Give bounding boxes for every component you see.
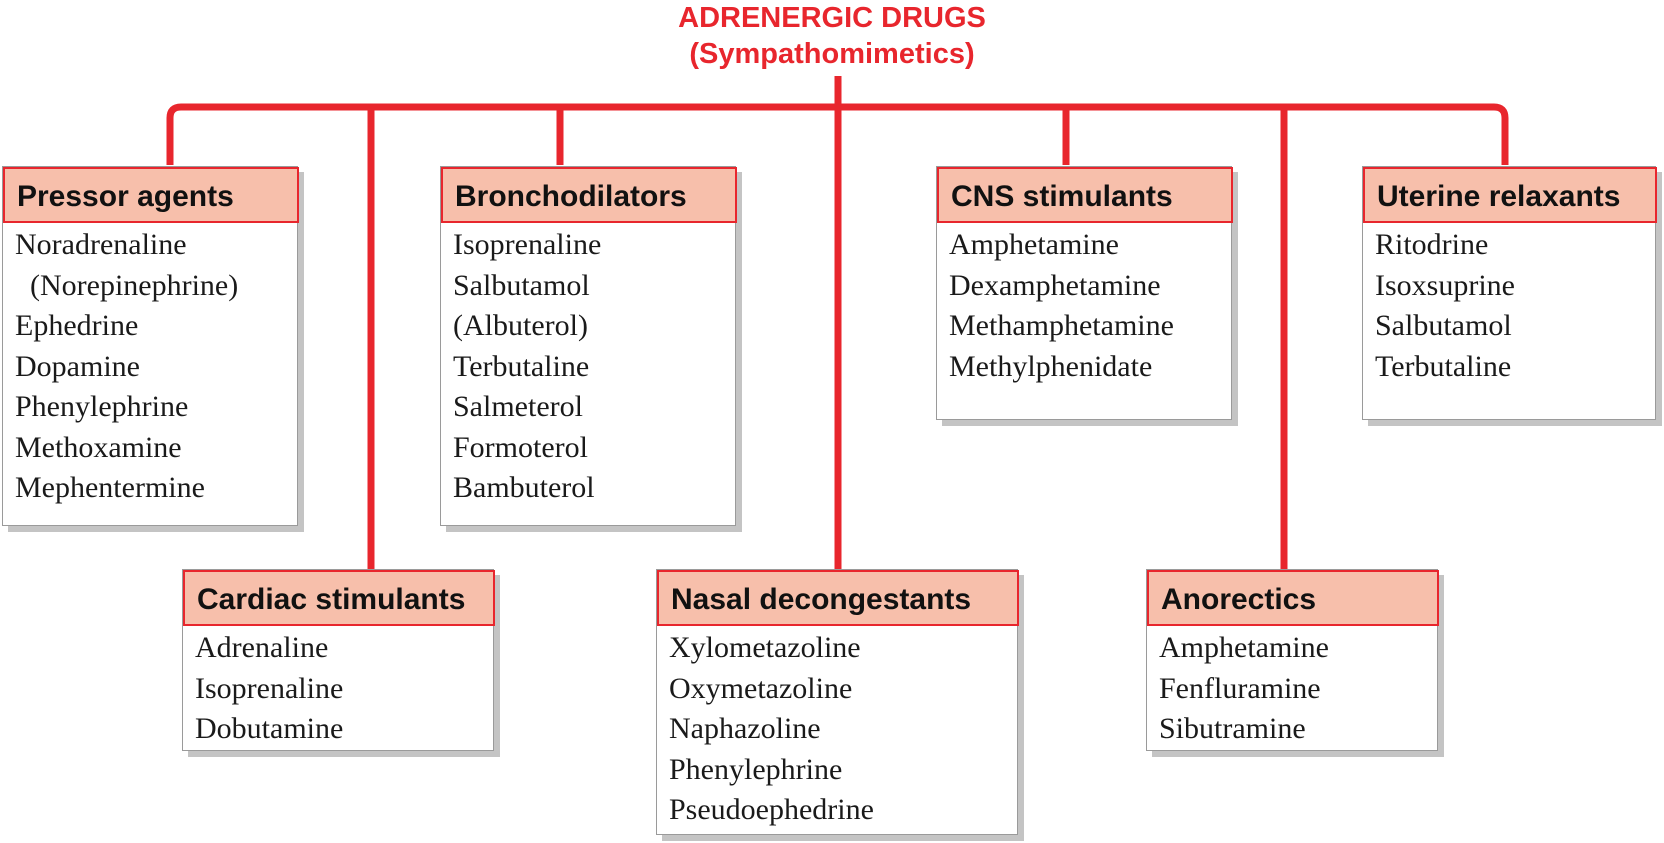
category-heading: Pressor agents <box>3 167 299 223</box>
drug-item: Methamphetamine <box>949 309 1174 342</box>
category-box-pressor-agents: Pressor agents Noradrenaline (Norepineph… <box>2 166 299 526</box>
drug-item: Ephedrine <box>15 309 139 342</box>
drug-item: Phenylephrine <box>669 752 843 786</box>
drug-item: Dexamphetamine <box>949 268 1161 302</box>
drug-item: Fenfluramine <box>1159 671 1321 705</box>
drug-item: Formoterol <box>453 430 588 464</box>
drug-item: Sibutramine <box>1159 712 1306 745</box>
drug-item: Oxymetazoline <box>669 671 853 705</box>
category-box-uterine-relaxants: Uterine relaxants Ritodrine Isoxsuprine … <box>1362 166 1657 420</box>
category-heading: Cardiac stimulants <box>183 570 495 626</box>
drug-list: Adrenaline Isoprenaline Dobutamine <box>195 628 343 750</box>
drug-item: Isoprenaline <box>453 228 602 261</box>
drug-item: (Albuterol) <box>453 309 588 342</box>
drug-item: Methoxamine <box>15 430 182 464</box>
category-heading: Anorectics <box>1147 570 1439 626</box>
diagram-title-line2: (Sympathomimetics) <box>689 38 975 70</box>
drug-item: Noradrenaline <box>15 228 187 261</box>
drug-item: Methylphenidate <box>949 349 1153 383</box>
drug-item: Pseudoephedrine <box>669 793 874 826</box>
drug-item: Salmeterol <box>453 390 583 423</box>
category-heading: CNS stimulants <box>937 167 1233 223</box>
drug-item: Terbutaline <box>453 349 590 383</box>
drug-item: Ritodrine <box>1375 228 1489 261</box>
drug-item: Mephentermine <box>15 471 205 504</box>
drug-item: Amphetamine <box>1159 631 1329 664</box>
drug-item: Dobutamine <box>195 712 344 745</box>
drug-list: Amphetamine Fenfluramine Sibutramine <box>1159 628 1329 750</box>
drug-item: Bambuterol <box>453 471 595 504</box>
category-heading: Bronchodilators <box>441 167 737 223</box>
drug-item: Salbutamol <box>1375 309 1512 342</box>
category-box-anorectics: Anorectics Amphetamine Fenfluramine Sibu… <box>1146 569 1439 751</box>
drug-item: Isoprenaline <box>195 671 344 705</box>
category-box-cardiac-stimulants: Cardiac stimulants Adrenaline Isoprenali… <box>182 569 495 751</box>
drug-item: Xylometazoline <box>669 631 861 664</box>
category-box-cns-stimulants: CNS stimulants Amphetamine Dexamphetamin… <box>936 166 1233 420</box>
drug-list: Xylometazoline Oxymetazoline Naphazoline… <box>669 628 874 831</box>
diagram-title-line1: ADRENERGIC DRUGS <box>678 2 986 34</box>
drug-list: Isoprenaline Salbutamol (Albuterol) Terb… <box>453 225 601 509</box>
category-heading: Uterine relaxants <box>1363 167 1657 223</box>
drug-list: Noradrenaline (Norepinephrine) Ephedrine… <box>15 225 238 509</box>
drug-item: Dopamine <box>15 349 140 383</box>
category-box-nasal-decongestants: Nasal decongestants Xylometazoline Oxyme… <box>656 569 1019 835</box>
drug-item: Naphazoline <box>669 712 821 745</box>
drug-item: Amphetamine <box>949 228 1119 261</box>
drug-item: Adrenaline <box>195 631 329 664</box>
drug-list: Amphetamine Dexamphetamine Methamphetami… <box>949 225 1174 387</box>
drug-item: (Norepinephrine) <box>15 268 239 302</box>
drug-item: Salbutamol <box>453 268 590 302</box>
drug-item: Terbutaline <box>1375 349 1512 383</box>
category-box-bronchodilators: Bronchodilators Isoprenaline Salbutamol … <box>440 166 737 526</box>
category-heading: Nasal decongestants <box>657 570 1019 626</box>
drug-item: Isoxsuprine <box>1375 268 1515 302</box>
drug-list: Ritodrine Isoxsuprine Salbutamol Terbuta… <box>1375 225 1515 387</box>
drug-item: Phenylephrine <box>15 390 189 423</box>
